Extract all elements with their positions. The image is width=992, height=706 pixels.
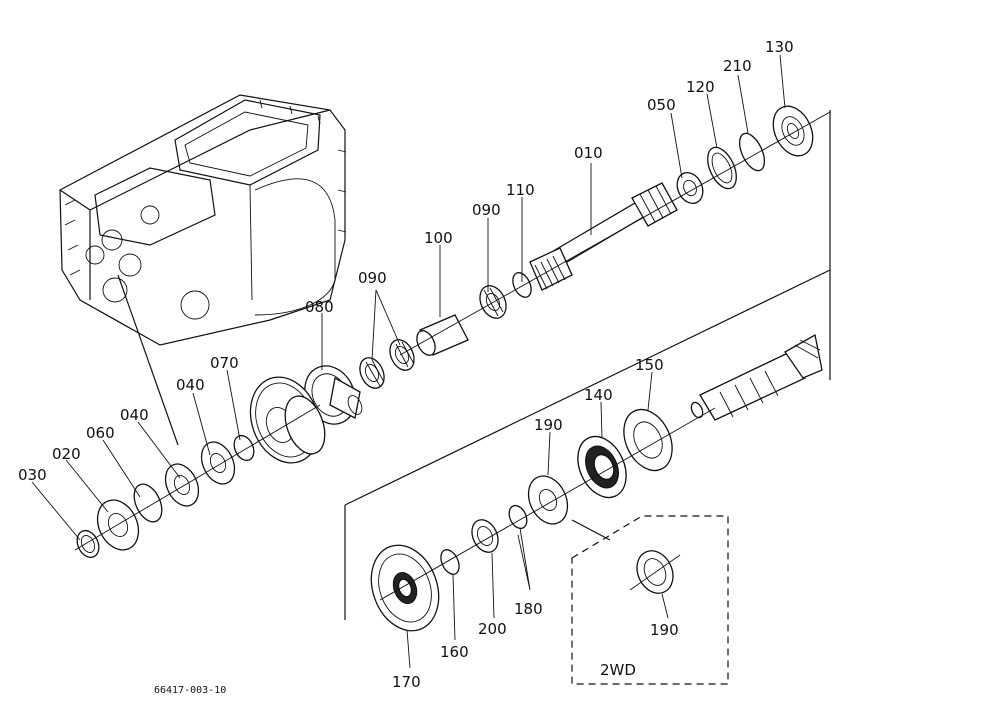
label-060: 060 <box>86 424 115 442</box>
leader-lines <box>31 54 786 669</box>
label-100: 100 <box>424 229 453 247</box>
label-080: 080 <box>305 298 334 316</box>
label-030: 030 <box>18 466 47 484</box>
gear-large <box>249 376 326 464</box>
lower-axis-line <box>379 407 716 601</box>
snap-ring-160 <box>440 549 460 575</box>
lower-left-axis-line <box>74 404 321 551</box>
pinion-shaft <box>690 333 823 421</box>
ring-030 <box>76 529 100 559</box>
label-180: 180 <box>514 600 543 618</box>
inset-2wd-box <box>571 515 729 685</box>
label-110: 110 <box>506 181 535 199</box>
needle-bearings-090 <box>359 339 415 389</box>
label-150: 150 <box>635 356 664 374</box>
label-090a: 090 <box>358 269 387 287</box>
bearing-130 <box>772 105 814 157</box>
label-040b: 040 <box>176 376 205 394</box>
label-200: 200 <box>478 620 507 638</box>
label-170: 170 <box>392 673 421 691</box>
sleeve-100 <box>416 314 469 356</box>
leader-case-to-bearing <box>117 274 179 446</box>
bushing-200 <box>471 519 499 553</box>
label-020: 020 <box>52 445 81 463</box>
label-210: 210 <box>723 57 752 75</box>
bearing-040-left <box>164 463 200 507</box>
bearing-150 <box>623 408 673 472</box>
figure-code: 66417-003-10 <box>154 685 226 696</box>
label-140: 140 <box>584 386 613 404</box>
label-160: 160 <box>440 643 469 661</box>
ring-210 <box>738 132 766 172</box>
part-labels: 010 110 090 100 090 080 070 040 040 060 … <box>18 38 794 696</box>
label-050: 050 <box>647 96 676 114</box>
label-190a: 190 <box>534 416 563 434</box>
ring-060 <box>133 483 163 523</box>
transmission-case <box>59 94 347 346</box>
gear-170 <box>370 544 440 632</box>
lower-bracket <box>344 269 831 620</box>
upper-axis-line <box>399 111 831 356</box>
ring-180a <box>508 504 528 530</box>
ring-070 <box>233 434 255 462</box>
label-130: 130 <box>765 38 794 56</box>
label-090b: 090 <box>472 201 501 219</box>
label-120: 120 <box>686 78 715 96</box>
inset-title: 2WD <box>600 661 636 679</box>
label-010: 010 <box>574 144 603 162</box>
bearing-050 <box>676 171 704 205</box>
label-040a: 040 <box>120 406 149 424</box>
shaft-010 <box>529 182 678 291</box>
gear-190 <box>527 475 569 525</box>
ring-120 <box>707 146 737 190</box>
label-190b: 190 <box>650 621 679 639</box>
label-070: 070 <box>210 354 239 372</box>
